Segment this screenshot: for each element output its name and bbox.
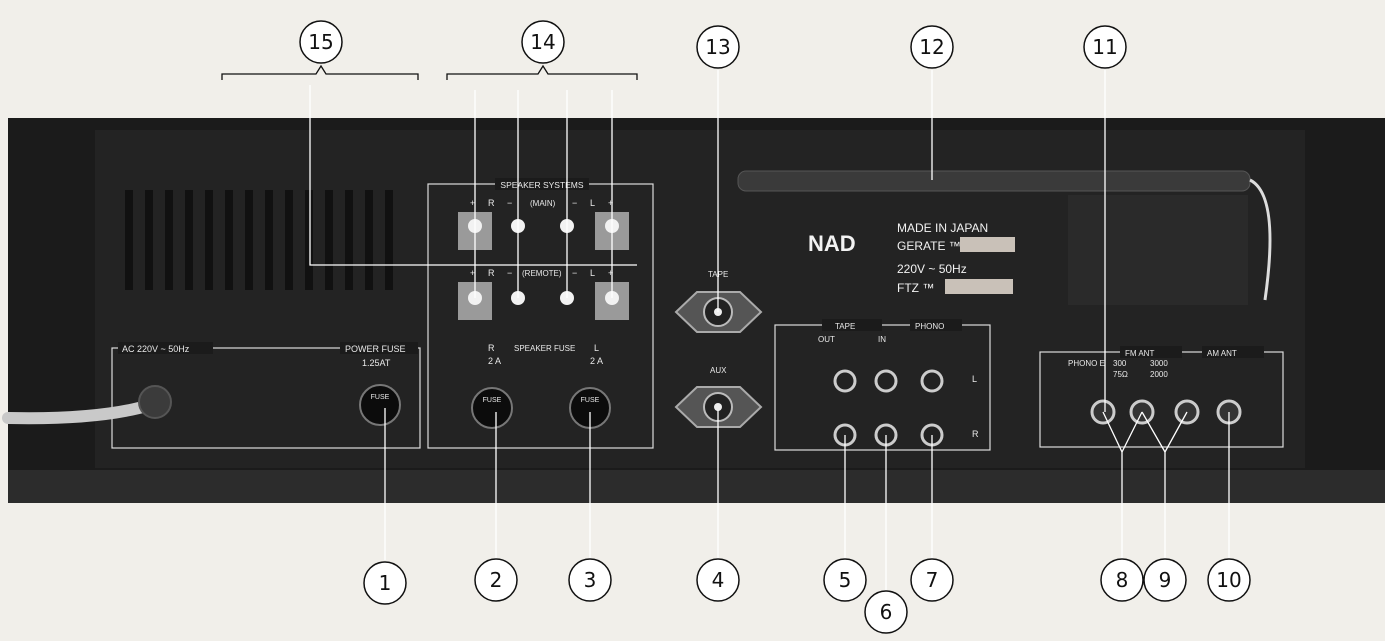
- aux-din-label: AUX: [710, 366, 727, 375]
- remote-l-label: L: [590, 268, 595, 278]
- jack-r-label: R: [972, 429, 979, 439]
- main-l-label: L: [590, 198, 595, 208]
- callout-5: 5: [839, 568, 852, 592]
- phono-l-jack: [922, 371, 942, 391]
- remote-r-minus-sign: −: [507, 268, 512, 278]
- ohm-2000-label: 2000: [1150, 370, 1168, 379]
- gerate-serial-plate: [960, 237, 1015, 252]
- made-in-text: MADE IN JAPAN: [897, 221, 988, 235]
- callout-4: 4: [712, 568, 725, 592]
- power-fuse-rating: 1.25AT: [362, 358, 391, 368]
- speaker-fuse-label: SPEAKER FUSE: [514, 344, 575, 353]
- callout-3: 3: [584, 568, 597, 592]
- remote-r-label: R: [488, 268, 495, 278]
- ftz-text: FTZ ™: [897, 281, 934, 295]
- speaker-systems-label: SPEAKER SYSTEMS: [500, 180, 583, 190]
- callout-15: 15: [308, 30, 333, 54]
- ohm-3000-label: 3000: [1150, 359, 1168, 368]
- speaker-fuse-r-cap-text: FUSE: [483, 397, 502, 404]
- callout-8: 8: [1116, 568, 1129, 592]
- callout-2: 2: [490, 568, 503, 592]
- main-l-minus-sign: −: [572, 198, 577, 208]
- out-label: OUT: [818, 335, 835, 344]
- tape-in-l-jack: [876, 371, 896, 391]
- power-cord-grommet: [139, 386, 171, 418]
- callout-13: 13: [705, 35, 730, 59]
- callout-10: 10: [1216, 568, 1241, 592]
- main-r-label: R: [488, 198, 495, 208]
- power-fuse-cap-text: FUSE: [371, 394, 390, 401]
- remote-l-minus-sign: −: [572, 268, 577, 278]
- callout-14: 14: [530, 30, 555, 54]
- callout-7: 7: [926, 568, 939, 592]
- callout-1: 1: [379, 571, 392, 595]
- fm-ant-label: FM ANT: [1125, 349, 1154, 358]
- bracket-14: [447, 66, 637, 80]
- callout-12: 12: [919, 35, 944, 59]
- antenna-bracket: [1068, 195, 1248, 305]
- speaker-fuse-r-label: R: [488, 343, 495, 353]
- ftz-serial-plate: [945, 279, 1013, 294]
- callout-9: 9: [1159, 568, 1172, 592]
- rating-text: 220V ~ 50Hz: [897, 262, 967, 276]
- jack-l-label: L: [972, 374, 977, 384]
- speaker-fuse-l-cap-text: FUSE: [581, 397, 600, 404]
- ohm-75-label: 75Ω: [1113, 370, 1128, 379]
- speaker-fuse-r-holder: [472, 388, 512, 428]
- phono-e-label: PHONO E: [1068, 359, 1105, 368]
- phono-group-label: PHONO: [915, 322, 944, 331]
- tape-group-label: TAPE: [835, 322, 855, 331]
- gerate-text: GERATE ™: [897, 239, 961, 253]
- power-fuse-label: POWER FUSE: [345, 344, 406, 354]
- tape-out-l-jack: [835, 371, 855, 391]
- speaker-fuse-l-rating: 2 A: [590, 356, 603, 366]
- remote-label: (REMOTE): [522, 269, 562, 278]
- ferrite-antenna-rod: [738, 171, 1250, 191]
- power-fuse-holder: [360, 385, 400, 425]
- in-label: IN: [878, 335, 886, 344]
- brand-logo: NAD: [808, 231, 856, 256]
- am-ant-label: AM ANT: [1207, 349, 1237, 358]
- speaker-fuse-r-rating: 2 A: [488, 356, 501, 366]
- main-label: (MAIN): [530, 199, 556, 208]
- bracket-15: [222, 66, 418, 80]
- main-r-minus-sign: −: [507, 198, 512, 208]
- chassis-base-strip: [8, 470, 1385, 503]
- ohm-300-label: 300: [1113, 359, 1127, 368]
- speaker-fuse-l-label: L: [594, 343, 599, 353]
- callout-11: 11: [1092, 35, 1117, 59]
- callout-6: 6: [880, 600, 893, 624]
- ac-line-label: AC 220V ~ 50Hz: [122, 344, 190, 354]
